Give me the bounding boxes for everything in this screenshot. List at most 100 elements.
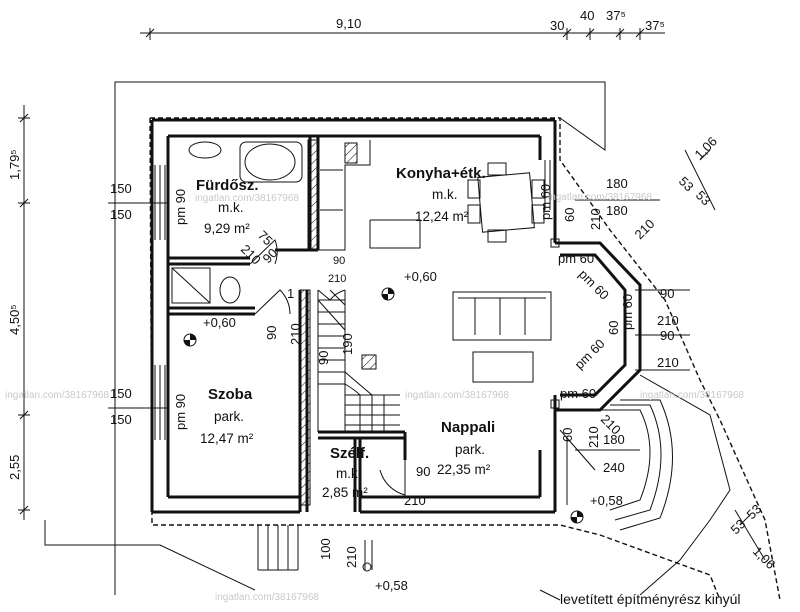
dim-bay-pm60-a: pm 60 bbox=[558, 251, 594, 266]
dim-bay-210-a: 210 bbox=[632, 216, 658, 242]
room-furdo-area: 9,29 m² bbox=[204, 221, 250, 236]
dim-bay-90-a: 90 bbox=[660, 286, 674, 301]
terrace-outline-left-bottom bbox=[44, 520, 256, 591]
room-szoba-area: 12,47 m² bbox=[200, 431, 254, 446]
dim-bay-90-b: 90 bbox=[660, 328, 674, 343]
dim-right-53b-top: 53 bbox=[693, 188, 714, 209]
dim-right-106-top: 1,06 bbox=[692, 134, 721, 163]
dim-stair-90: 90 bbox=[316, 351, 331, 365]
dim-kitchen-90: 90 bbox=[333, 255, 345, 267]
projection-outline bbox=[149, 117, 721, 601]
room-szelf-area: 2,85 m² bbox=[322, 485, 368, 500]
projection-note: levetített építményrész kinyúl bbox=[560, 591, 741, 607]
dim-stair-190: 190 bbox=[340, 333, 355, 355]
room-szoba-name: Szoba bbox=[208, 386, 253, 403]
stair-post bbox=[361, 354, 377, 370]
bay-window-inner bbox=[560, 253, 627, 397]
dim-szoba-door-210: 210 bbox=[288, 323, 303, 345]
bay-post-bottom bbox=[550, 399, 560, 409]
watermark: ingatlan.com/38167968 bbox=[640, 390, 744, 401]
bay-post-top bbox=[550, 238, 560, 248]
dim-szoba-door-90: 90 bbox=[264, 326, 279, 340]
room-nappali-floor: park. bbox=[455, 442, 485, 457]
room-nappali-name: Nappali bbox=[441, 419, 495, 436]
dim-kitchen-win-pm: pm 60 bbox=[538, 184, 553, 220]
dim-door-1: 1 bbox=[287, 286, 294, 301]
exterior-walls bbox=[150, 118, 557, 514]
dim-left-b: 4,50⁵ bbox=[7, 304, 22, 335]
dim-nap-240: 240 bbox=[603, 460, 625, 475]
kitchen-window bbox=[544, 160, 551, 210]
dim-bath-door-a: 75 bbox=[255, 228, 276, 249]
left-dimension-line bbox=[18, 105, 30, 520]
dim-bay-pm60-b: pm 60 bbox=[576, 267, 612, 303]
dim-kitchen-win-60: 60 bbox=[562, 208, 577, 222]
watermark: ingatlan.com/38167968 bbox=[405, 390, 509, 401]
dining-table bbox=[467, 162, 545, 243]
dim-bay-210-c: 210 bbox=[657, 355, 679, 370]
dim-left-a: 1,79⁵ bbox=[7, 149, 22, 180]
dim-entry-210: 210 bbox=[344, 546, 359, 568]
hatched-chimney bbox=[344, 142, 358, 164]
dim-left-w2-bot: 150 bbox=[110, 412, 132, 427]
hatched-wall-szoba bbox=[299, 289, 311, 506]
right-dimension-marks bbox=[575, 149, 766, 561]
level-060-hall: +0,60 bbox=[404, 269, 437, 284]
dim-bay-210-b: 210 bbox=[657, 313, 679, 328]
dim-kitchen-210b: 210 bbox=[588, 208, 603, 230]
dim-pm90-left1: pm 90 bbox=[173, 189, 188, 225]
level-060-szoba: +0,60 bbox=[203, 315, 236, 330]
left-windows bbox=[154, 165, 166, 440]
dim-bay-pm60-d: pm 60 bbox=[572, 336, 608, 372]
room-szoba-floor: park. bbox=[214, 409, 244, 424]
room-szelf-floor: m.k. bbox=[336, 466, 362, 481]
room-furdo-floor: m.k. bbox=[218, 200, 244, 215]
dim-szelf-90: 90 bbox=[416, 464, 430, 479]
dim-top-c: 37⁵ bbox=[606, 8, 626, 23]
dim-szelf-210: 210 bbox=[404, 493, 426, 508]
room-konyha-floor: m.k. bbox=[432, 187, 458, 202]
dim-nap-180: 180 bbox=[603, 432, 625, 447]
entry-steps bbox=[257, 525, 373, 571]
sofa bbox=[452, 291, 552, 341]
dim-left-w1-top: 150 bbox=[110, 181, 132, 196]
watermark: ingatlan.com/38167968 bbox=[548, 192, 652, 203]
dim-bay-pm60-e: pm 60 bbox=[560, 386, 596, 401]
room-furdo-name: Fürdősz. bbox=[196, 177, 259, 194]
dim-nap-60: 60 bbox=[560, 428, 575, 442]
dim-left-w2-top: 150 bbox=[110, 386, 132, 401]
staircase bbox=[317, 289, 400, 432]
hatched-wall-furdo bbox=[307, 139, 319, 251]
kitchen-counter bbox=[317, 140, 421, 251]
watermark: ingatlan.com/38167968 bbox=[5, 390, 109, 401]
coffee-table bbox=[472, 351, 534, 383]
level-markers bbox=[183, 287, 584, 572]
dim-bay-pm60-c: pm 60 bbox=[620, 294, 635, 330]
watermark: ingatlan.com/38167968 bbox=[215, 592, 319, 603]
dim-bay-60: 60 bbox=[606, 321, 621, 335]
room-konyha-name: Konyha+étk. bbox=[396, 165, 486, 182]
terrace-outline-right-bottom bbox=[639, 374, 731, 596]
dim-top-d: 37⁵ bbox=[645, 18, 665, 33]
dim-top-a: 30 bbox=[550, 18, 564, 33]
level-058-entry: +0,58 bbox=[375, 578, 408, 593]
dim-pm90-left2: pm 90 bbox=[173, 394, 188, 430]
level-058-terrace: +0,58 bbox=[590, 493, 623, 508]
dim-left-w1-bot: 150 bbox=[110, 207, 132, 222]
bay-window-outer bbox=[555, 241, 642, 412]
dim-right-106-bot: 1,06 bbox=[750, 544, 779, 573]
room-nappali-area: 22,35 m² bbox=[437, 462, 491, 477]
dim-right-53a-top: 53 bbox=[676, 174, 697, 195]
dim-kitchen-210: 210 bbox=[328, 273, 346, 285]
room-konyha-area: 12,24 m² bbox=[415, 209, 469, 224]
dim-left-c: 2,55 bbox=[7, 455, 22, 480]
dim-top-b: 40 bbox=[580, 8, 594, 23]
bathroom-fixtures bbox=[171, 141, 303, 304]
dim-nap-210: 210 bbox=[586, 426, 601, 448]
dim-kitchen-180b: 180 bbox=[606, 203, 628, 218]
top-dimension-line bbox=[140, 28, 665, 40]
terrace-steps bbox=[600, 399, 673, 531]
projection-note-leader bbox=[539, 589, 561, 601]
room-szelf-name: Szélf. bbox=[330, 445, 369, 462]
